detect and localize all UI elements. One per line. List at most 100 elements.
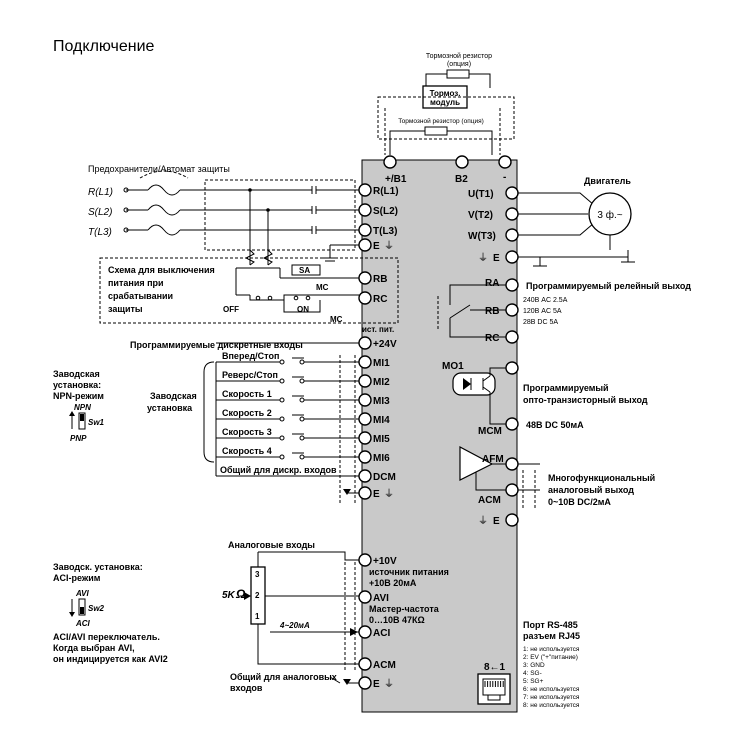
terminal-24v [358,336,372,350]
terminal-mcm-label: MCM [478,426,502,437]
terminal-10v-label: +10V [373,556,397,567]
fuses-label: Предохранители/Автомат защиты [88,164,230,174]
brake-resistor-top [446,69,470,79]
terminal-24v-label: +24V [373,339,397,350]
terminal-mi [358,374,372,388]
terminal-dcm-label: DCM [373,472,396,483]
pnp-label: PNP [70,434,87,443]
avi-line1: Мастер-частота [369,604,440,614]
motor-symbol: 3 ф.~ [597,209,622,221]
shutdown-scheme-line4: защиты [108,304,143,314]
rj45-pin-item: 8: не используется [523,702,580,709]
common-digital-label: Общий для дискр. входов [220,465,337,475]
pot-omega: Ω [235,587,246,601]
rj45-pin-item: 1: не используется [523,646,580,653]
terminal-rb-input [358,271,372,285]
factory-setting-line2: установка [147,403,193,413]
aci-avi-label: AVI [75,589,90,598]
relay-spec-1: 240В AC 2.5A [523,297,568,304]
terminal-rb-input-label: RB [373,274,387,285]
common-analog-line1: Общий для аналоговых [230,672,337,682]
v10-line2: +10В 20мА [369,578,417,588]
terminal-acm-in [358,657,372,671]
digital-input-label: Скорость 2 [222,408,272,418]
terminal-mi-label: MI2 [373,377,390,388]
terminal-earth-out [505,250,519,264]
npn-block-line2: установка: [53,380,101,390]
terminal-b2-label: B2 [455,174,468,185]
terminal-earth-dcm-label: E [373,489,380,500]
terminal-ra-label: RA [485,278,499,289]
digital-input-label: Вперед/Стоп [222,351,279,361]
rj45-label: 8←1 [484,662,506,673]
terminal-rc-relay [505,330,519,344]
mo1-title1: Программируемый [523,383,609,393]
terminal-earth-dcm [358,486,372,500]
terminal-mi [358,431,372,445]
terminal-b1 [383,155,397,169]
afm-title1: Многофункциональный [548,473,655,483]
digital-input-row: Скорость 1 MI3 [216,389,390,407]
digital-input-row: Скорость 4 MI6 [216,446,390,464]
terminal-earth-acm [358,676,372,690]
terminal-mi-label: MI6 [373,453,390,464]
terminal-r-label: R(L1) [373,186,399,197]
brake-resistor-top-option: (опция) [447,61,471,68]
terminal-earth-in-label: E [373,241,380,252]
relay-spec-2: 120В AC 5A [523,308,562,315]
terminal-t-label: T(L3) [373,226,397,237]
sw1-label: Sw1 [88,418,105,427]
mc-label-2: MC [330,315,343,324]
terminal-rb-relay-label: RB [485,306,499,317]
earth-icon-out: ⏚ [478,252,488,264]
shutdown-scheme-line2: питания при [108,278,164,288]
factory-setting-line1: Заводская [150,391,197,401]
terminal-mi-label: MI4 [373,415,390,426]
optocoupler [452,372,496,396]
terminal-aci [358,625,372,639]
terminal-t [358,223,372,237]
digital-inputs-title: Программируемые дискретные входы [130,340,303,350]
digital-input-label: Скорость 1 [222,389,272,399]
terminal-10v [358,553,372,567]
pot-label: 5K [222,590,236,601]
terminal-ra [505,278,519,292]
npn-block-line1: Заводская [53,369,100,379]
earth-icon-dcm: ⏚ [384,488,394,500]
motor-label: Двигатель [584,176,631,186]
shutdown-scheme-line3: срабатывании [108,291,173,301]
pot-current: 4~20мА [279,621,310,630]
digital-input-row: Скорость 3 MI5 [216,427,390,445]
terminal-mo1-label: MO1 [442,361,464,372]
npn-block-line3: NPN-режим [53,391,104,401]
relay-title: Программируемый релейный выход [526,281,691,291]
rj45-title2: разъем RJ45 [523,631,580,641]
brake-module-line1: Тормоз. [430,89,461,98]
drive-body [361,159,518,713]
aci-note2: Когда выбран AVI, [53,643,135,653]
earth-icon-afm: ⏚ [478,515,488,527]
terminal-mcm [505,417,519,431]
common-analog-line2: входов [230,683,263,693]
digital-input-label: Скорость 4 [222,446,272,456]
terminal-mi [358,450,372,464]
supply-src-label: ист. пит. [362,325,394,334]
pot-pin-1: 1 [255,612,260,621]
digital-input-label: Скорость 3 [222,427,272,437]
terminal-s [358,203,372,217]
terminal-earth-out-label: E [493,253,500,264]
terminal-mi-label: MI5 [373,434,390,445]
aci-aci-label: ACI [75,619,91,628]
aci-note3: он индицируется как AVI2 [53,654,168,664]
terminal-minus-label: - [503,172,506,183]
terminal-b2 [455,155,469,169]
afm-title3: 0~10В DC/2мА [548,497,611,507]
terminal-mi-label: MI3 [373,396,390,407]
on-label: ON [297,305,309,314]
afm-title2: аналоговый выход [548,485,634,495]
